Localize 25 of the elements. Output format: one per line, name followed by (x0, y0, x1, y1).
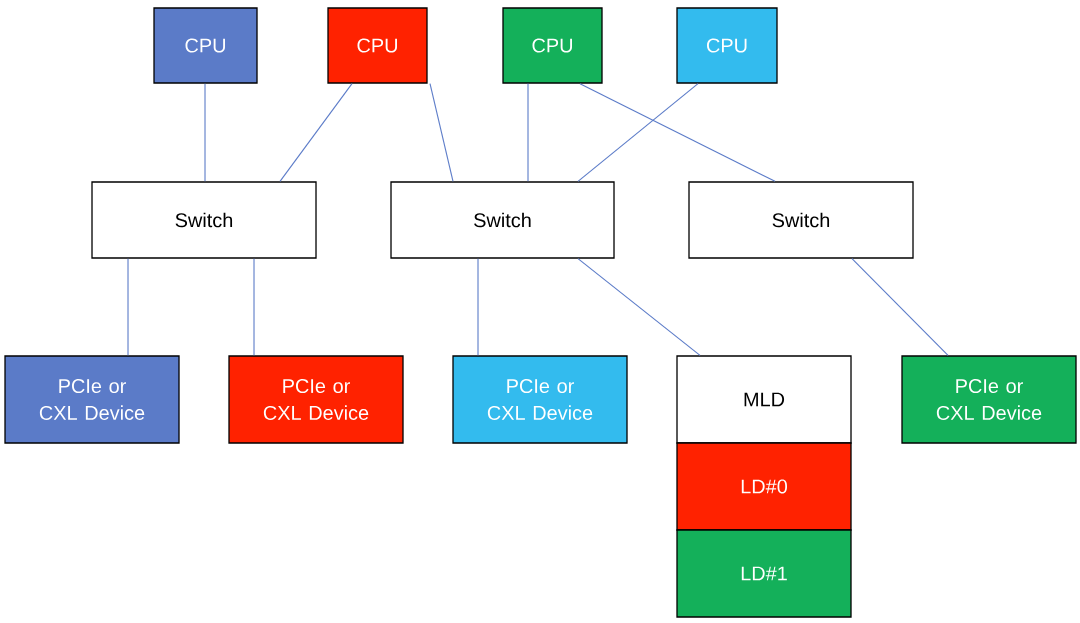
connector-line (127, 258, 129, 356)
cpu-box: CPU (502, 7, 603, 84)
connector-line (429, 83, 454, 182)
cpu-box: CPU (153, 7, 258, 84)
device-box: PCIe or CXL Device (901, 355, 1077, 444)
switch-box: Switch (91, 181, 317, 259)
connector-line (527, 83, 529, 182)
device-box: PCIe or CXL Device (228, 355, 404, 444)
connector-line (477, 258, 479, 356)
cpu-box: CPU (327, 7, 428, 84)
connector-line (851, 258, 949, 356)
connector-line (577, 83, 699, 182)
switch-box: Switch (390, 181, 615, 259)
device-box: PCIe or CXL Device (452, 355, 628, 444)
connector-line (577, 258, 701, 356)
connector-line (279, 83, 353, 182)
mld-box: MLD (676, 355, 852, 444)
connector-line (253, 258, 255, 356)
ld-box: LD#1 (676, 529, 852, 618)
connector-line (579, 83, 776, 182)
cpu-box: CPU (676, 7, 778, 84)
ld-box: LD#0 (676, 442, 852, 531)
device-box: PCIe or CXL Device (4, 355, 180, 444)
switch-box: Switch (688, 181, 914, 259)
connector-line (204, 83, 206, 182)
